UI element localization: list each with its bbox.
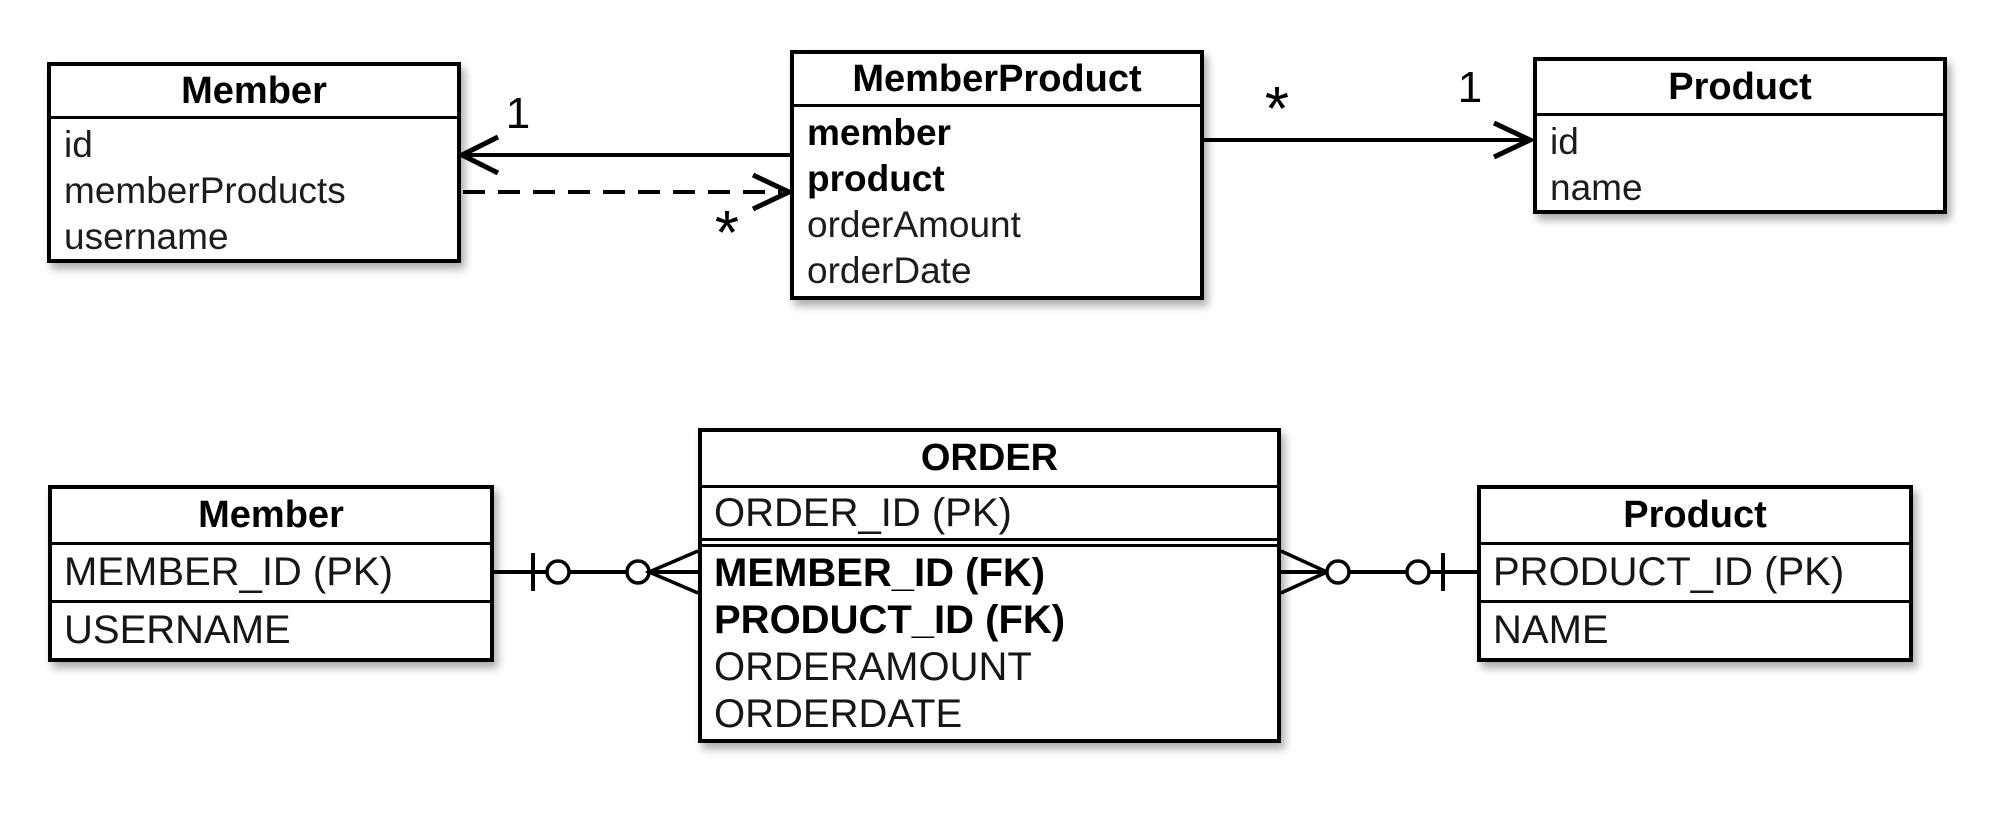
uml-field-username: username — [64, 216, 229, 257]
er-entity-title: Product — [1623, 494, 1767, 536]
uml-class-fields: id name — [1537, 116, 1943, 211]
er-attribute-order-id-pk: ORDER_ID (PK) — [702, 485, 1277, 538]
uml-class-title: Product — [1537, 61, 1943, 116]
uml-class-member: Member id memberProducts username — [47, 62, 461, 263]
er-entity-member: Member MEMBER_ID (PK) USERNAME — [48, 485, 494, 662]
uml-field-id: id — [1550, 121, 1579, 162]
multiplicity-label-one: 1 — [1457, 63, 1483, 112]
uml-class-fields: id memberProducts username — [51, 119, 457, 260]
er-entity-order: ORDER ORDER_ID (PK) MEMBER_ID (FK) PRODU… — [698, 428, 1281, 743]
er-attribute-product-id-fk: PRODUCT_ID (FK) — [714, 598, 1066, 642]
er-attribute-member-id-fk: MEMBER_ID (FK) — [714, 551, 1046, 595]
zero-circle-icon — [545, 559, 571, 585]
uml-field-product: product — [807, 158, 945, 199]
crows-foot-icon — [644, 549, 699, 595]
uml-field-id: id — [64, 124, 93, 165]
er-attribute-orderdate: ORDERDATE — [714, 692, 963, 736]
er-attribute-username: USERNAME — [52, 600, 490, 658]
er-attribute-member-id-pk: MEMBER_ID (PK) — [52, 542, 490, 600]
relationship-order-product — [1280, 549, 1477, 595]
er-attribute-product-id-pk: PRODUCT_ID (PK) — [1481, 542, 1909, 600]
uml-field-orderamount: orderAmount — [807, 204, 1021, 245]
er-attribute-orderamount: ORDERAMOUNT — [714, 645, 1032, 689]
dependency-member-to-memberproduct — [463, 172, 795, 212]
er-entity-title: Member — [198, 494, 344, 536]
uml-field-member: member — [807, 112, 951, 153]
association-memberproduct-to-product — [1204, 120, 1536, 160]
uml-field-memberproducts: memberProducts — [64, 170, 346, 211]
er-entity-product: Product PRODUCT_ID (PK) NAME — [1477, 485, 1913, 662]
er-attribute-name: NAME — [1481, 600, 1909, 658]
open-arrowhead-right-icon — [1492, 120, 1536, 160]
open-arrowhead-left-icon — [456, 134, 500, 176]
multiplicity-label-many: * — [1264, 75, 1290, 144]
zero-circle-icon — [1325, 559, 1351, 585]
uml-class-title: MemberProduct — [794, 54, 1200, 107]
multiplicity-label-many: * — [714, 199, 740, 268]
multiplicity-label-one: 1 — [505, 89, 531, 138]
er-attribute-section: MEMBER_ID (FK) PRODUCT_ID (FK) ORDERAMOU… — [702, 547, 1277, 738]
uml-class-fields: member product orderAmount orderDate — [794, 107, 1200, 294]
uml-class-title: Member — [51, 66, 457, 119]
relationship-member-order — [493, 549, 699, 595]
uml-field-orderdate: orderDate — [807, 250, 972, 291]
open-arrowhead-right-icon — [751, 172, 795, 212]
uml-field-name: name — [1550, 167, 1643, 208]
uml-class-product: Product id name — [1533, 57, 1947, 214]
pk-section-divider — [702, 538, 1277, 547]
zero-circle-icon — [1405, 559, 1431, 585]
uml-class-memberproduct: MemberProduct member product orderAmount… — [790, 50, 1204, 300]
association-memberproduct-to-member — [456, 134, 790, 176]
er-entity-title: ORDER — [920, 437, 1059, 479]
